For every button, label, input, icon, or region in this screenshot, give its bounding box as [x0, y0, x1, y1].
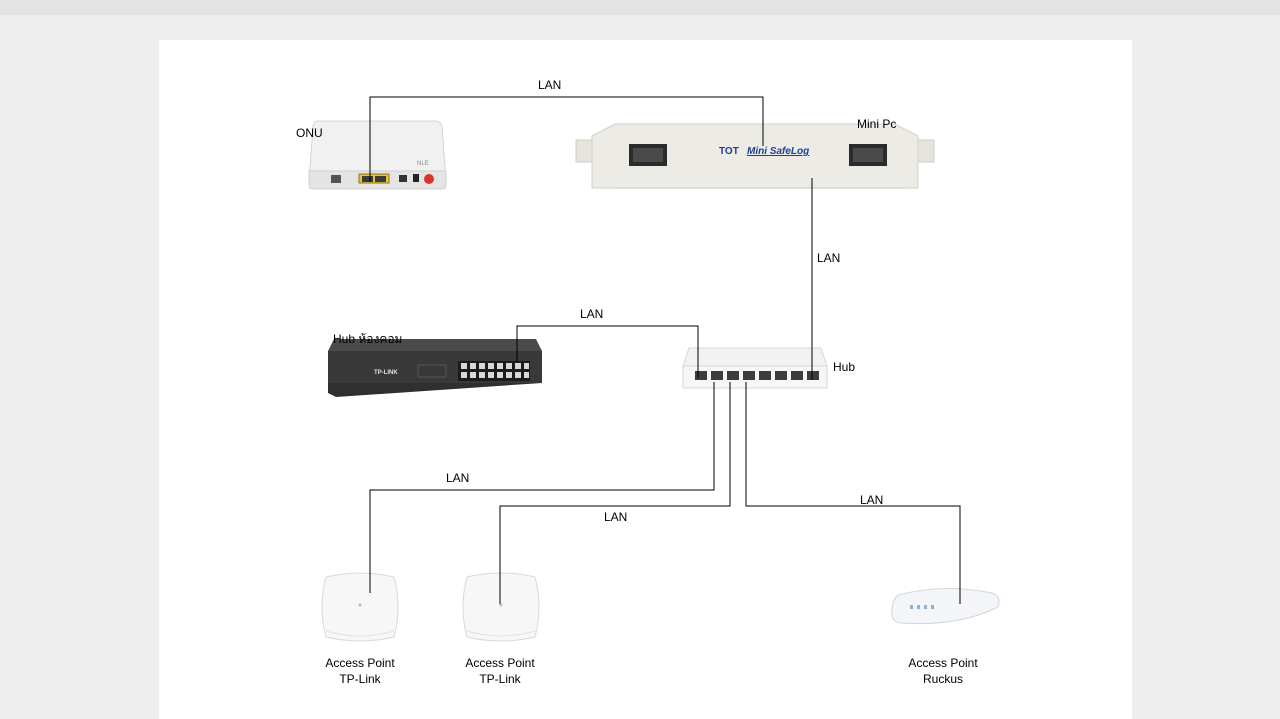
hub-label: Hub	[833, 360, 856, 374]
ap-ruckus-caption-line1: Access Point	[908, 656, 978, 670]
lan-label-minipc-hub: LAN	[817, 251, 841, 265]
window-top-band	[0, 0, 1280, 15]
hub-lab-brand: TP-LINK	[374, 370, 398, 376]
ap-tplink-1-caption: Access Point TP-Link	[300, 655, 420, 687]
mini-pc-label: Mini Pc	[857, 117, 897, 131]
mini-pc-brand-text: Mini SafeLog	[747, 146, 810, 157]
ap-ruckus-caption: Access Point Ruckus	[883, 655, 1003, 687]
wire-hub-ruckus	[745, 382, 961, 604]
wire-onu-minipc	[369, 96, 764, 182]
hub-lab-label: Hub ห้องคอม	[333, 332, 403, 346]
mini-pc-device-image	[575, 123, 935, 189]
wire-hub-hublab	[516, 325, 699, 378]
wire-hub-ap2	[499, 382, 731, 604]
ap-tplink-2-caption: Access Point TP-Link	[440, 655, 560, 687]
ap-ruckus-device-image	[891, 588, 1000, 625]
hub-lab-device-image	[328, 339, 542, 397]
ap-tplink-2-device-image	[462, 572, 540, 642]
ap-tplink-1-caption-line2: TP-Link	[339, 672, 381, 686]
mini-pc-brand-logo: TOT	[719, 146, 739, 157]
lan-label-hub-ruckus: LAN	[860, 493, 884, 507]
ap-tplink-1-device-image	[321, 572, 399, 642]
lan-label-onu-minipc: LAN	[538, 78, 562, 92]
ap-tplink-2-caption-line1: Access Point	[465, 656, 535, 670]
onu-device-image: NLE	[308, 120, 447, 190]
hub-device-image	[682, 347, 828, 389]
svg-text:NLE: NLE	[417, 161, 429, 167]
onu-label: ONU	[296, 126, 323, 140]
ap-ruckus-caption-line2: Ruckus	[922, 672, 963, 686]
lan-label-hub-hublab: LAN	[580, 307, 604, 321]
ap-tplink-2-caption-line2: TP-Link	[479, 672, 521, 686]
wire-hub-ap1	[369, 382, 715, 593]
lan-label-hub-ap2: LAN	[604, 510, 628, 524]
ap-tplink-1-caption-line1: Access Point	[325, 656, 395, 670]
lan-label-hub-ap1: LAN	[446, 471, 470, 485]
